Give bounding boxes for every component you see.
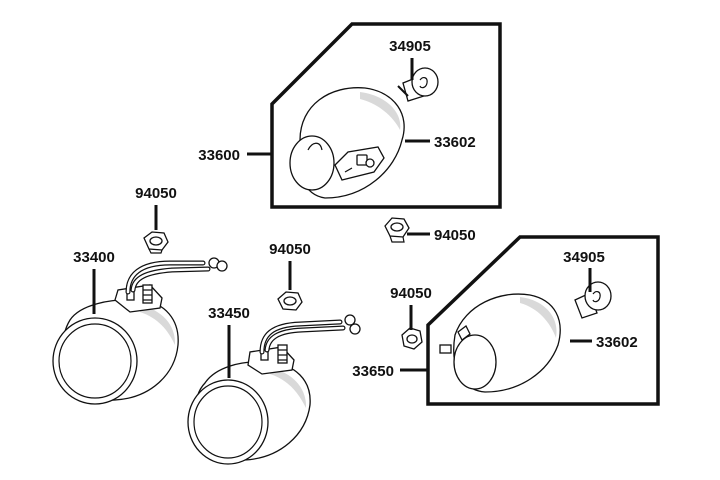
label-nut-left: 94050: [135, 185, 177, 202]
label-bottom-lens: 33602: [596, 334, 638, 351]
label-nut-top: 94050: [434, 227, 476, 244]
leader-lines: [92, 58, 592, 378]
nut-top: [384, 217, 410, 243]
bulb-bottom: [574, 281, 612, 319]
lens-housing-top: [289, 87, 405, 199]
lamp-middle: [187, 314, 361, 465]
nut-bottom: [401, 327, 423, 350]
lamp-left: [52, 257, 228, 405]
label-top-lens: 33602: [434, 134, 476, 151]
nut-middle: [277, 291, 303, 311]
label-nut-middle: 94050: [269, 241, 311, 258]
lens-housing-bottom: [439, 293, 561, 393]
socket-plate-top: [334, 146, 385, 181]
label-top-assembly: 33600: [198, 147, 240, 164]
assembly-box-33600: [270, 22, 502, 209]
assembly-box-33650: [426, 235, 660, 406]
label-bottom-assembly: 33650: [352, 363, 394, 380]
bulb-top: [397, 67, 439, 102]
label-lamp-middle: 33450: [208, 305, 250, 322]
nut-left: [143, 231, 169, 254]
label-lamp-left: 33400: [73, 249, 115, 266]
label-top-bulb: 34905: [389, 38, 431, 55]
label-bottom-bulb: 34905: [563, 249, 605, 266]
label-nut-bottom: 94050: [390, 285, 432, 302]
